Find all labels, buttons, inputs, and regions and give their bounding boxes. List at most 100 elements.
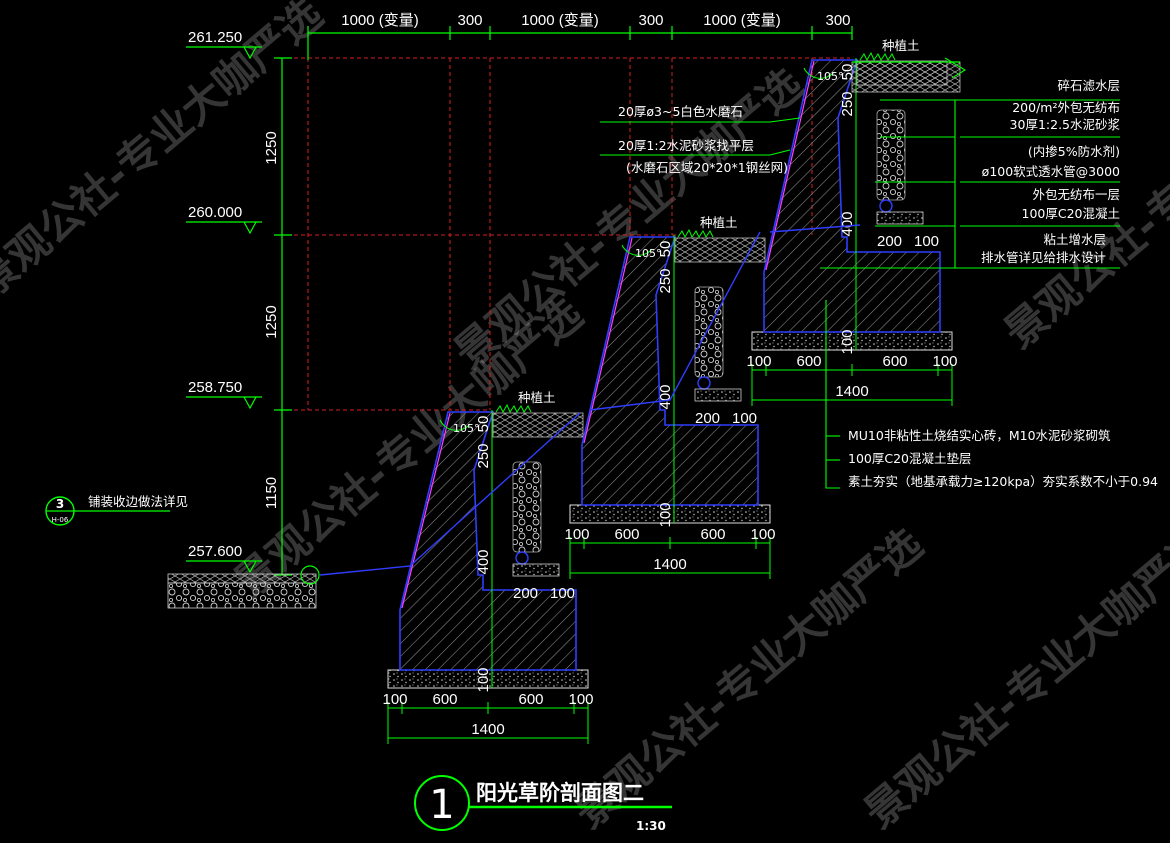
- note-gravel-filter: 碎石滤水层: [1057, 78, 1120, 93]
- step-2-terrazzo-face: [583, 237, 633, 444]
- step-3-planting-label: 种植土: [882, 38, 920, 53]
- note-mortar: 20厚1:2水泥砂浆找平层: [618, 138, 754, 153]
- step-2-angle-arc: [621, 244, 653, 256]
- step-3-dim-400: 400: [839, 211, 856, 236]
- step-1-dim-400: 400: [475, 549, 492, 574]
- top-dimension-labels: 1000 (变量) 300 1000 (变量) 300 1000 (变量) 30…: [341, 12, 850, 29]
- step-3-dim-200: 200: [877, 233, 902, 250]
- step-2-dim-50: 50: [657, 241, 674, 258]
- step-1-terrazzo-face: [401, 412, 451, 609]
- elevation-3: 258.750: [188, 379, 242, 396]
- note-terrazzo: 20厚ø3~5白色水磨石: [618, 104, 743, 119]
- step-1-dim-50: 50: [475, 416, 492, 433]
- step-3-angle-arc: [803, 67, 835, 79]
- callouts-upper-left: 20厚ø3~5白色水磨石 20厚1:2水泥砂浆找平层 (水磨石区域20*20*1…: [600, 104, 801, 175]
- reference-grid: [280, 57, 850, 411]
- dim-top-4: 300: [638, 12, 663, 29]
- step-3-gravel-drain: [876, 109, 906, 201]
- step-2-dim-200: 200: [695, 410, 720, 427]
- step-1-drain-pipe: [515, 551, 529, 565]
- dim-left-3: 1150: [263, 477, 280, 509]
- step-3-dim-h100: 100: [914, 233, 939, 250]
- step-3-terrazzo-face: [765, 60, 815, 271]
- callouts-right: [820, 99, 1120, 269]
- step-1-pipe-bed: [512, 563, 560, 577]
- step-2-pipe-bed: [694, 388, 742, 402]
- note-soft-pipe: ø100软式透水管@3000: [982, 164, 1120, 179]
- step-3-dim-total: 1400: [835, 383, 868, 400]
- note-wrap: 外包无纺布一层: [1032, 187, 1120, 202]
- step-1-dim-200: 200: [513, 585, 538, 602]
- note-mesh: (水磨石区域20*20*1钢丝网): [626, 160, 788, 175]
- step-3-dim-b100-right: 100: [932, 353, 957, 370]
- note-waterproof: (内掺5%防水剂): [1028, 144, 1120, 159]
- note-brick: MU10非粘性土烧结实心砖，M10水泥砂浆砌筑: [848, 428, 1111, 443]
- step-1-gravel-drain: [512, 461, 542, 553]
- step-1-top-soil: [492, 412, 584, 438]
- dim-left-1: 1250: [263, 131, 280, 164]
- note-clay: 粘土增水层: [1043, 232, 1106, 247]
- step-1-dim-b600-left: 600: [432, 691, 457, 708]
- elevation-1: 261.250: [188, 29, 242, 46]
- step-2-dim-100: 100: [657, 502, 674, 527]
- step-1-planting-label: 种植土: [518, 390, 556, 405]
- step-3-wall: [763, 59, 941, 333]
- step-2-dim-h100: 100: [732, 410, 757, 427]
- step-1-dim-250: 250: [475, 443, 492, 468]
- step-1-grass: [495, 403, 532, 414]
- elevation-2: 260.000: [188, 204, 242, 221]
- step-1-dim-h100: 100: [550, 585, 575, 602]
- step-2-grass: [677, 228, 714, 239]
- steps-group: 105° 种植土 50 250 400 100 200 100 100 600 600 100 1400…: [382, 38, 958, 744]
- step-2-dim-b100-left: 100: [564, 526, 589, 543]
- step-1-dim-total: 1400: [471, 721, 504, 738]
- step-2-top-soil: [674, 237, 766, 263]
- note-soil: 素土夯实（地基承载力≥120kpa）夯实系数不小于0.94: [848, 474, 1158, 489]
- note-c20-upper: 100厚C20混凝土: [1022, 206, 1121, 221]
- note-cement-mortar: 30厚1:2.5水泥砂浆: [1010, 117, 1121, 132]
- step-3-dim-100: 100: [839, 329, 856, 354]
- detail-number: 1: [429, 782, 454, 828]
- notes-right: 碎石滤水层 200/m²外包无纺布 30厚1:2.5水泥砂浆 (内掺5%防水剂)…: [981, 78, 1121, 265]
- step-3-dim-b600-left: 600: [796, 353, 821, 370]
- drain-lines: [319, 224, 861, 576]
- dim-left-2: 1250: [263, 305, 280, 338]
- step-2-planting-label: 种植土: [700, 215, 738, 230]
- upper-planting: [851, 57, 967, 93]
- step-3-dim-b600-right: 600: [882, 353, 907, 370]
- dim-top-1: 1000 (变量): [341, 12, 419, 29]
- elevation-markers: [186, 46, 262, 574]
- step-3-pipe-bed: [876, 211, 924, 225]
- note-drainage: 排水管详见给排水设计: [981, 250, 1106, 265]
- step-3-grass: [859, 51, 896, 62]
- drawing-scale: 1:30: [636, 819, 666, 833]
- step-1-wall: [399, 411, 577, 671]
- section-ref-number: 3: [56, 497, 64, 511]
- step-1-angle-arc: [439, 419, 471, 431]
- step-3-dim-250: 250: [839, 91, 856, 116]
- step-1-dim-100: 100: [475, 667, 492, 692]
- step-2-dim-b100-right: 100: [750, 526, 775, 543]
- step-2-gravel-drain: [694, 286, 724, 378]
- step-1-dim-b600-right: 600: [518, 691, 543, 708]
- lower-paving: [167, 565, 320, 609]
- step-2-dim-total: 1400: [653, 556, 686, 573]
- drawing-title-text: 阳光草阶剖面图二: [476, 781, 644, 805]
- step-1-dim-b100-left: 100: [382, 691, 407, 708]
- step-2-wall: [581, 236, 759, 506]
- callouts-lower: MU10非粘性土烧结实心砖，M10水泥砂浆砌筑 100厚C20混凝土垫层 素土夯…: [825, 300, 1158, 489]
- step-2-dim-250: 250: [657, 268, 674, 293]
- dim-top-2: 300: [457, 12, 482, 29]
- step-3-drain-pipe: [879, 199, 893, 213]
- step-3-dim-b100-left: 100: [746, 353, 771, 370]
- section-reference: 3 H-06 铺装收边做法详见: [45, 494, 188, 526]
- step-2-dim-b600-right: 600: [700, 526, 725, 543]
- note-geotextile: 200/m²外包无纺布: [1012, 100, 1120, 115]
- dim-top-6: 300: [825, 12, 850, 29]
- step-1-angle-label: 105°: [453, 422, 480, 435]
- section-ref-note: 铺装收边做法详见: [88, 494, 188, 509]
- step-2-dim-b600-left: 600: [614, 526, 639, 543]
- dim-top-3: 1000 (变量): [521, 12, 599, 29]
